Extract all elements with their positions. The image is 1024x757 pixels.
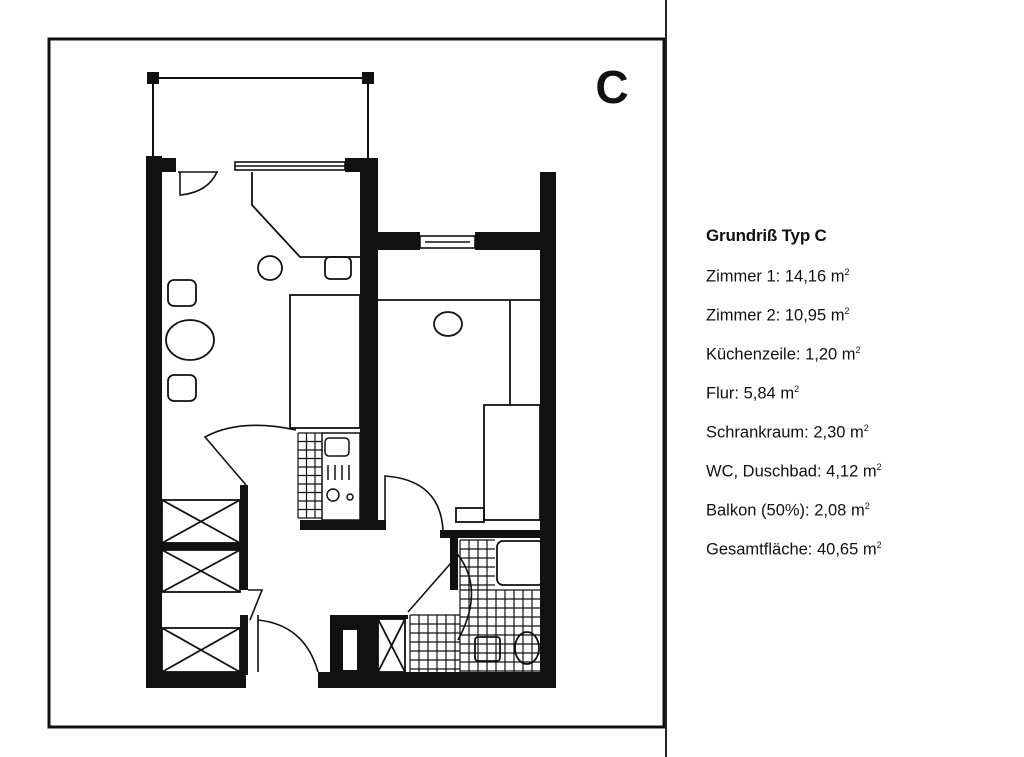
legend-label: WC, Duschbad:: [706, 462, 822, 481]
legend-unit-exponent: 2: [844, 306, 850, 316]
legend-unit: m: [841, 345, 856, 364]
legend-unit: m: [850, 423, 864, 442]
legend-unit-exponent: 2: [794, 384, 800, 394]
room1-door: [203, 424, 297, 486]
legend-label: Zimmer 2:: [706, 306, 781, 325]
legend-value: 2,30: [813, 423, 846, 442]
balcony: [147, 72, 374, 160]
legend-item: Balkon (50%): 2,08 m2: [706, 489, 882, 528]
legend-item: Zimmer 2: 10,95 m2: [706, 294, 882, 333]
legend-item: WC, Duschbad: 4,12 m2: [706, 450, 882, 489]
legend-item: Gesamtfläche: 40,65 m2: [706, 528, 882, 567]
legend-item: Zimmer 1: 14,16 m2: [706, 255, 882, 294]
legend-title: Grundriß Typ C: [706, 226, 827, 245]
legend-unit-exponent: 2: [864, 501, 870, 511]
legend-unit-exponent: 2: [876, 540, 882, 550]
closets: [161, 499, 406, 673]
legend-unit: m: [780, 384, 795, 403]
legend-unit: m: [830, 306, 845, 325]
walls: [146, 156, 556, 688]
legend-label: Zimmer 1:: [706, 267, 781, 286]
legend-value: 1,20: [805, 345, 838, 364]
kitchenette: [321, 432, 361, 521]
legend-value: 14,16: [784, 267, 827, 286]
balcony-door: [179, 171, 218, 196]
legend-unit: m: [850, 501, 865, 520]
entrance-door: [257, 615, 319, 673]
legend-value: 10,95: [784, 306, 827, 325]
plan-frame: [47, 37, 665, 729]
legend-item: Schrankraum: 2,30 m2: [706, 411, 882, 450]
legend-unit-exponent: 2: [844, 267, 850, 277]
tiles: [297, 432, 548, 672]
bath-door: [407, 553, 473, 641]
floor-plan: C: [47, 37, 665, 729]
type-letter: C: [595, 61, 628, 113]
legend-unit-exponent: 2: [855, 345, 861, 355]
legend-item: Küchenzeile: 1,20 m2: [706, 333, 882, 372]
legend-label: Schrankraum:: [706, 423, 809, 442]
legend-unit: m: [862, 540, 877, 559]
legend-label: Flur:: [706, 384, 739, 403]
legend-value: 2,08: [814, 501, 847, 520]
legend-unit-exponent: 2: [863, 423, 869, 433]
legend-label: Balkon (50%):: [706, 501, 810, 520]
legend-label: Küchenzeile:: [706, 345, 801, 364]
room2-door: [384, 475, 444, 531]
legend-value: 5,84: [743, 384, 776, 403]
legend-unit: m: [830, 267, 845, 286]
legend-item: Flur: 5,84 m2: [706, 372, 882, 411]
window: [419, 235, 476, 249]
furniture: [165, 172, 548, 665]
legend-unit-exponent: 2: [876, 462, 882, 472]
page-divider: [665, 0, 667, 757]
legend-value: 4,12: [826, 462, 859, 481]
legend-value: 40,65: [816, 540, 859, 559]
legend-unit: m: [862, 462, 877, 481]
legend-label: Gesamtfläche:: [706, 540, 813, 559]
